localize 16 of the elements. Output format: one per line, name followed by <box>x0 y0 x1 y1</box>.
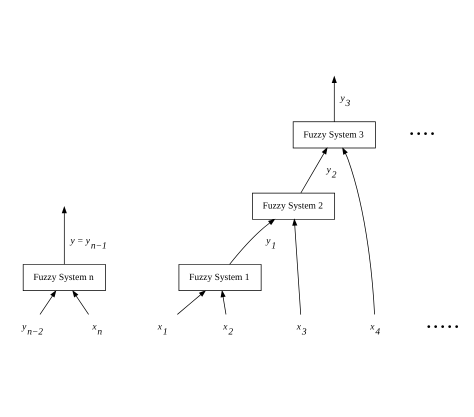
arrow <box>220 290 226 315</box>
label: • • • • <box>409 128 434 141</box>
node-box: Fuzzy System 1 <box>178 264 262 291</box>
node-box: Fuzzy System n <box>22 264 106 291</box>
arrow <box>331 76 336 122</box>
node-box: Fuzzy System 3 <box>292 121 376 148</box>
arrow <box>61 206 66 265</box>
arrow <box>342 147 374 315</box>
node-box: Fuzzy System 2 <box>252 192 335 220</box>
arrow <box>39 290 56 315</box>
arrow <box>292 218 301 315</box>
label: • • • • • <box>426 320 458 334</box>
arrow <box>176 290 206 315</box>
arrow <box>228 218 275 265</box>
arrow <box>72 290 88 315</box>
arrow <box>300 147 328 194</box>
